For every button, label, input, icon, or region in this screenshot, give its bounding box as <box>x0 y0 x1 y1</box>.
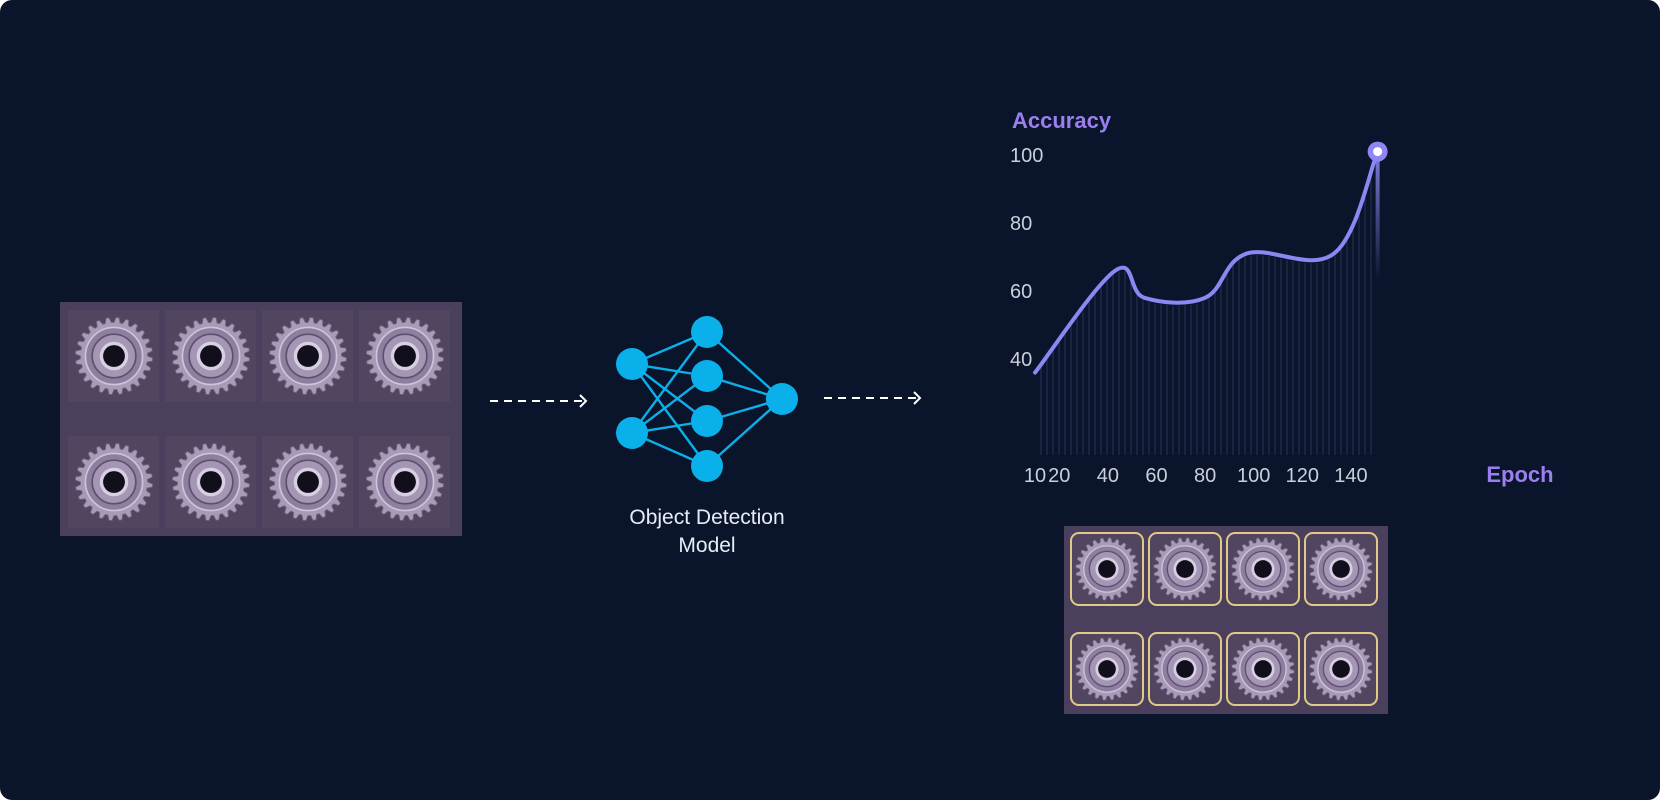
gear-icon <box>1231 537 1295 601</box>
gear-icon <box>74 316 153 396</box>
detection-box <box>1148 632 1222 706</box>
x-tick-label: 140 <box>1334 465 1367 487</box>
x-axis-title: Epoch <box>1486 462 1553 487</box>
detection-box <box>1070 532 1144 606</box>
y-tick-label: 100 <box>1010 145 1043 167</box>
detection-box <box>1070 632 1144 706</box>
model-label-line-2: Model <box>678 534 736 557</box>
y-tick-label: 40 <box>1010 349 1032 371</box>
gear-icon <box>1153 637 1217 701</box>
model-label-line-1: Object Detection <box>629 506 785 529</box>
image-tile <box>262 436 353 528</box>
gear-icon <box>268 316 347 396</box>
accuracy-line <box>1033 149 1380 375</box>
network-node <box>691 316 723 348</box>
end-marker-stem <box>1375 151 1380 282</box>
network-edge <box>706 398 783 467</box>
y-axis-title: Accuracy <box>1012 108 1112 133</box>
x-tick-label: 10 <box>1024 465 1046 487</box>
image-tile <box>68 310 159 402</box>
gear-icon <box>171 316 250 396</box>
network-edge <box>631 363 708 467</box>
image-tile <box>165 310 256 402</box>
x-tick-label: 100 <box>1237 465 1270 487</box>
detection-result-grid <box>1064 526 1388 714</box>
detection-box <box>1226 632 1300 706</box>
x-tick-label: 40 <box>1097 465 1119 487</box>
image-tile <box>359 436 450 528</box>
gear-icon <box>268 442 347 522</box>
detection-box <box>1304 532 1378 606</box>
network-edge <box>631 331 708 434</box>
image-tile <box>68 436 159 528</box>
end-marker-center <box>1373 147 1383 157</box>
image-tile <box>165 436 256 528</box>
x-tick-label: 80 <box>1194 465 1216 487</box>
dashed-arrow-icon <box>824 391 922 405</box>
image-tile <box>262 310 353 402</box>
gear-icon <box>1075 537 1139 601</box>
network-node <box>691 405 723 437</box>
y-tick-label: 60 <box>1010 281 1032 303</box>
gear-icon <box>1309 537 1373 601</box>
y-tick-label: 80 <box>1010 213 1032 235</box>
gear-icon <box>365 442 444 522</box>
network-node <box>691 360 723 392</box>
gear-icon <box>74 442 153 522</box>
gear-icon <box>1309 637 1373 701</box>
x-tick-label: 120 <box>1286 465 1319 487</box>
network-node <box>691 450 723 482</box>
gear-icon <box>171 442 250 522</box>
input-image-grid <box>60 302 462 536</box>
detection-box <box>1304 632 1378 706</box>
dashed-arrow-icon <box>490 394 588 408</box>
gear-icon <box>1231 637 1295 701</box>
x-tick-label: 60 <box>1145 465 1167 487</box>
gear-icon <box>365 316 444 396</box>
gear-icon <box>1075 637 1139 701</box>
network-edge <box>706 331 783 400</box>
network-node <box>616 417 648 449</box>
image-tile <box>359 310 450 402</box>
network-node <box>766 383 798 415</box>
neural-network-icon <box>616 316 798 482</box>
detection-box <box>1226 532 1300 606</box>
x-tick-label: 20 <box>1048 465 1070 487</box>
detection-box <box>1148 532 1222 606</box>
model-label: Object Detection Model <box>577 504 837 560</box>
gear-icon <box>1153 537 1217 601</box>
network-node <box>616 348 648 380</box>
